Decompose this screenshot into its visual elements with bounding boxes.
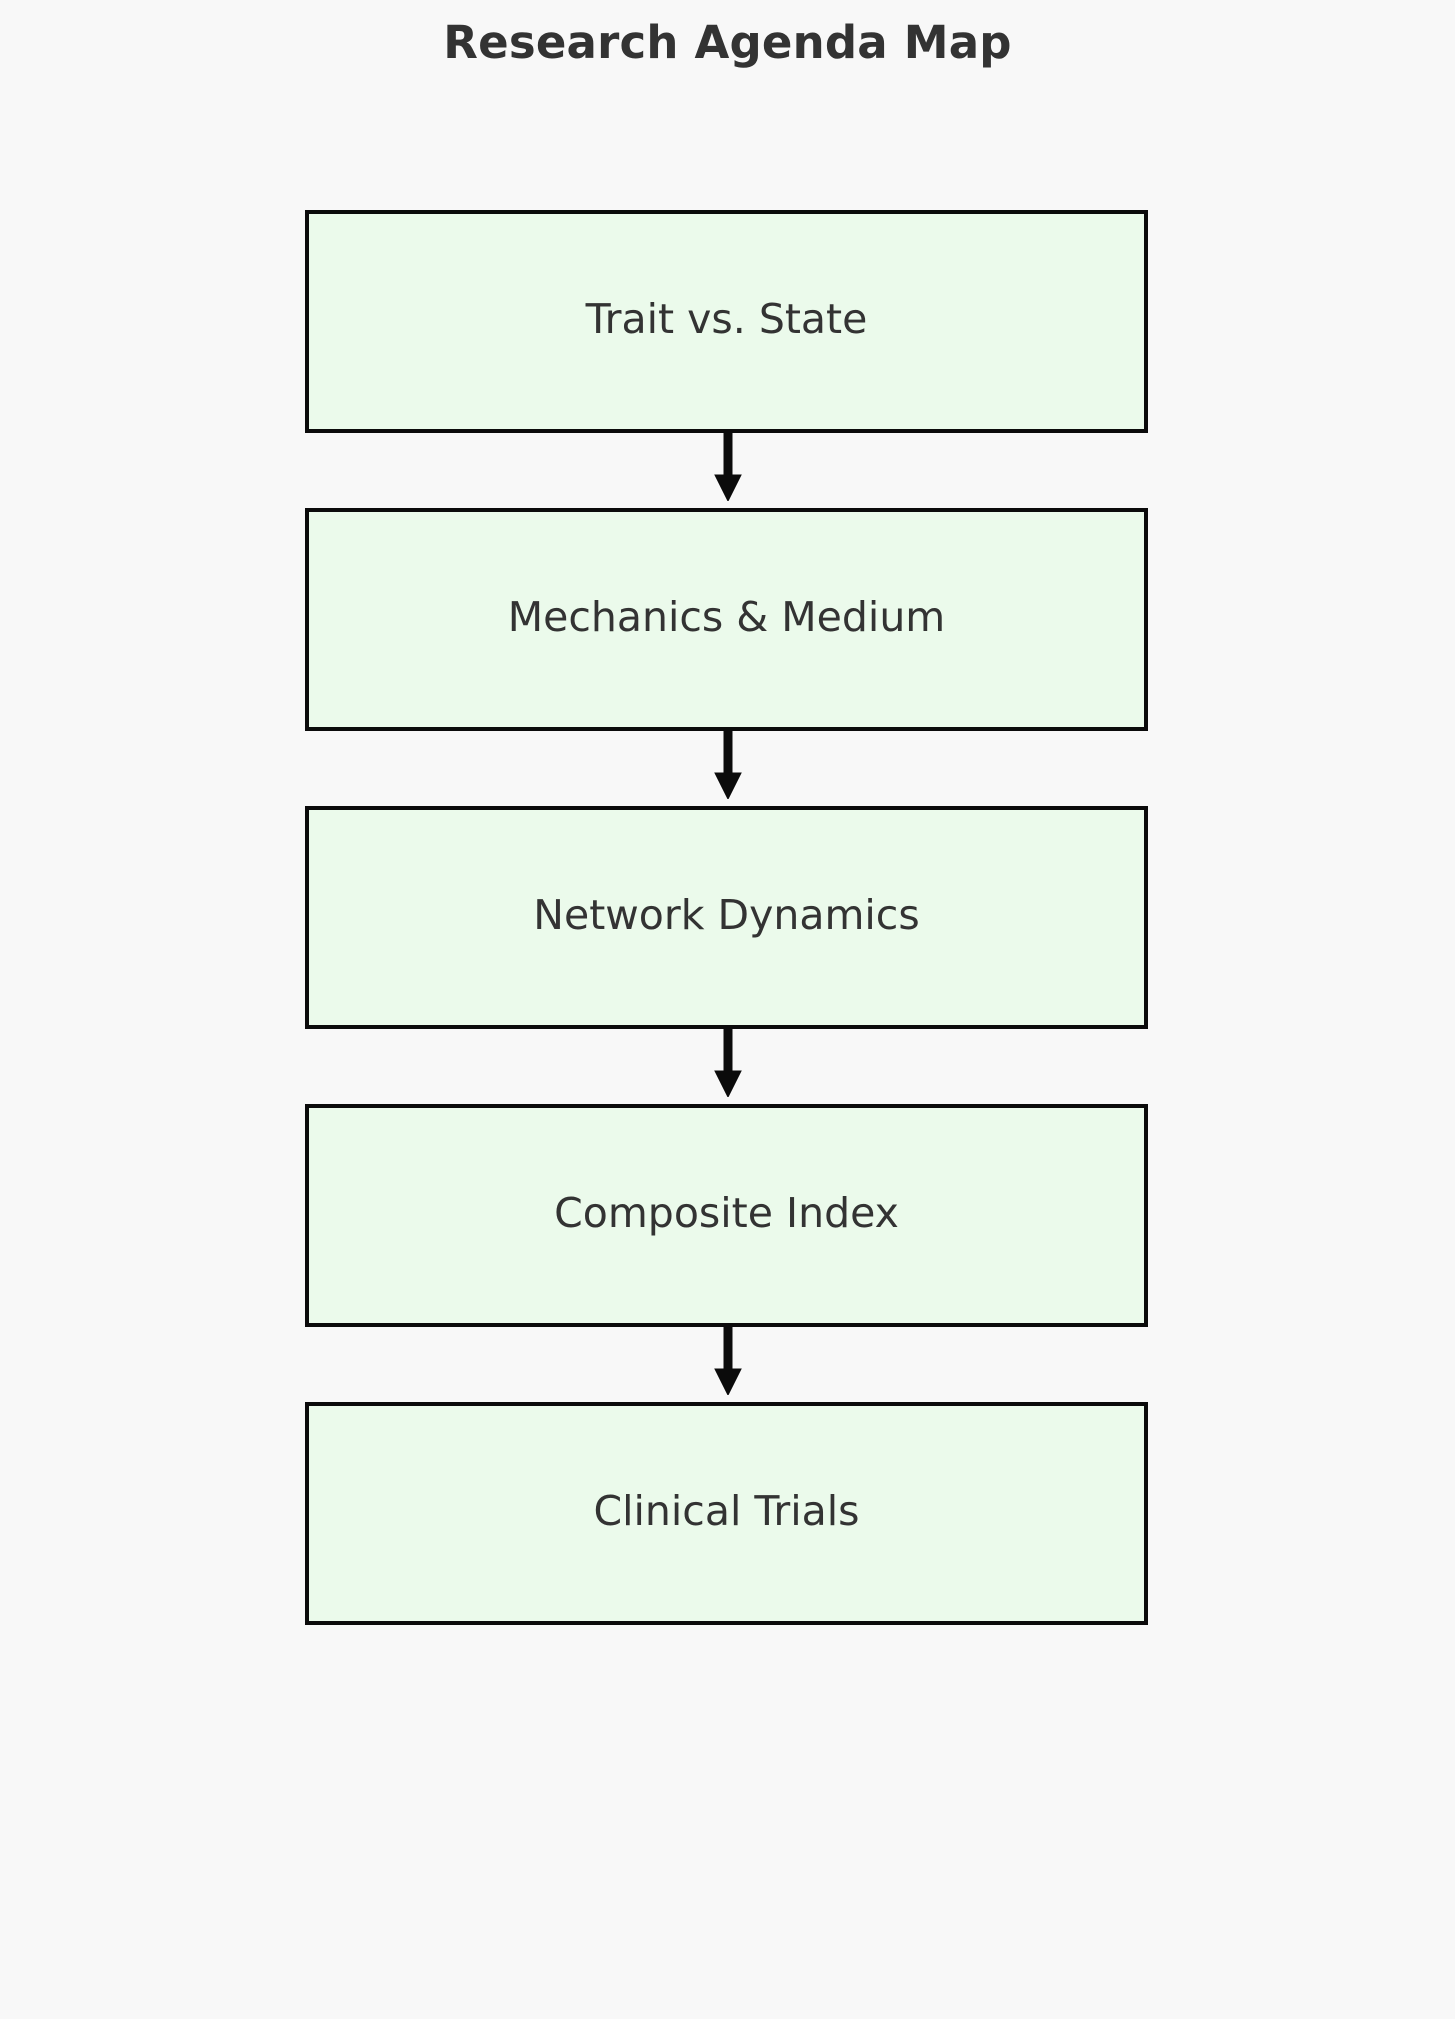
flow-node-label: Mechanics & Medium (507, 592, 946, 641)
flow-edge-arrow-4 (305, 1327, 1148, 1402)
flow-node-composite-index[interactable]: Composite Index (305, 1104, 1148, 1327)
arrow-head-icon (713, 1070, 742, 1097)
flow-node-label: Trait vs. State (585, 294, 868, 343)
arrow-shaft (723, 731, 732, 780)
flow-edge-arrow-3 (305, 1029, 1148, 1104)
arrow-shaft (723, 1029, 732, 1078)
arrow-head-icon (713, 474, 742, 501)
flow-node-clinical-trials[interactable]: Clinical Trials (305, 1402, 1148, 1625)
flow-node-label: Composite Index (554, 1188, 899, 1237)
flow-node-trait-vs-state[interactable]: Trait vs. State (305, 210, 1148, 433)
flow-node-label: Clinical Trials (593, 1486, 860, 1535)
arrow-shaft (723, 1327, 732, 1376)
flow-edge-arrow-2 (305, 731, 1148, 806)
flow-node-column: Trait vs. State Mechanics & Medium Netwo… (305, 210, 1148, 1625)
flow-node-label: Network Dynamics (533, 890, 920, 939)
flow-edge-arrow-1 (305, 433, 1148, 508)
arrow-head-icon (713, 1368, 742, 1395)
flow-node-mechanics-and-medium[interactable]: Mechanics & Medium (305, 508, 1148, 731)
page-title: Research Agenda Map (443, 16, 1012, 69)
arrow-shaft (723, 433, 732, 482)
flow-node-network-dynamics[interactable]: Network Dynamics (305, 806, 1148, 1029)
arrow-head-icon (713, 772, 742, 799)
